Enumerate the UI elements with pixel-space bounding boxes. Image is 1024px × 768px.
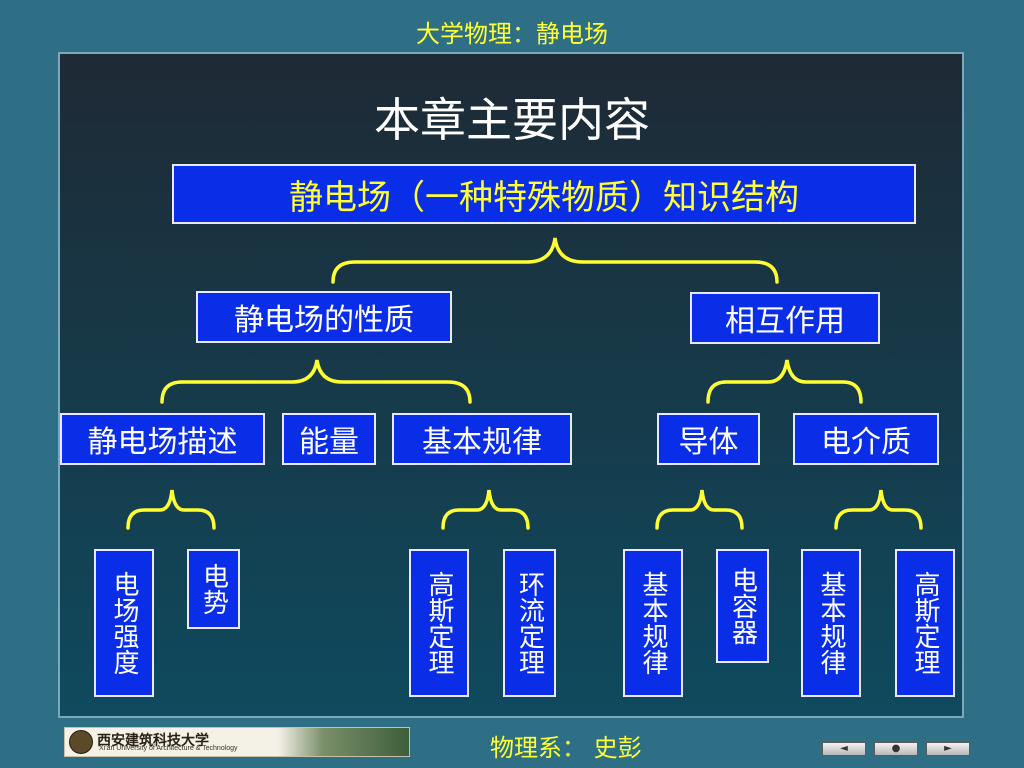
box-electrostatic-properties: 静电场的性质 (196, 291, 452, 343)
box-label: 相互作用 (725, 304, 845, 339)
leaf-label: 基本规律 (816, 571, 846, 675)
leaf-label: 电场强度 (109, 571, 139, 675)
leaf-conductor-basic-laws: 基本规律 (623, 549, 683, 697)
leaf-dielectric-gauss-law: 高斯定理 (895, 549, 955, 697)
leaf-circulation-theorem: 环流定理 (503, 549, 556, 697)
box-label: 静电场的性质 (234, 303, 414, 338)
home-icon: ● (891, 743, 901, 754)
box-label: 静电场描述 (87, 425, 238, 460)
box-label: 导体 (678, 425, 739, 460)
university-logo: 西安建筑科技大学 Xi'an University of Architectur… (64, 727, 410, 757)
box-label: 电介质 (821, 425, 911, 460)
prev-button[interactable]: ◄ (822, 742, 866, 756)
course-title: 大学物理：静电场 (416, 20, 608, 48)
brace-description (126, 489, 216, 530)
root-box: 静电场（一种特殊物质）知识结构 (172, 164, 916, 224)
logo-subtitle: Xi'an University of Architecture & Techn… (99, 745, 238, 752)
brace-conductor (655, 489, 744, 530)
box-label: 能量 (299, 425, 359, 460)
home-button[interactable]: ● (874, 742, 918, 756)
leaf-label: 高斯定理 (910, 571, 940, 675)
next-icon: ► (944, 743, 952, 754)
leaf-label: 电势 (198, 563, 229, 615)
author-credit: 物理系： 史彭 (490, 734, 642, 762)
leaf-label: 高斯定理 (424, 571, 454, 675)
logo-name: 西安建筑科技大学 (97, 733, 209, 749)
leaf-label: 基本规律 (638, 571, 668, 675)
box-conductor: 导体 (657, 413, 760, 465)
brace-properties (160, 359, 472, 404)
brace-root (331, 237, 779, 284)
leaf-label: 电容器 (727, 567, 758, 645)
brace-basic-laws (441, 489, 530, 530)
leaf-capacitor: 电容器 (716, 549, 769, 663)
leaf-dielectric-basic-laws: 基本规律 (801, 549, 861, 697)
leaf-potential: 电势 (187, 549, 240, 629)
next-button[interactable]: ► (926, 742, 970, 756)
box-basic-laws: 基本规律 (392, 413, 572, 465)
brace-interaction (706, 359, 863, 404)
box-energy: 能量 (282, 413, 376, 465)
leaf-field-strength: 电场强度 (94, 549, 154, 697)
box-field-description: 静电场描述 (60, 413, 265, 465)
seal-icon (69, 730, 93, 754)
prev-icon: ◄ (840, 743, 848, 754)
root-label: 静电场（一种特殊物质）知识结构 (289, 177, 799, 218)
slide-title: 本章主要内容 (374, 93, 650, 147)
box-label: 基本规律 (422, 425, 542, 460)
box-interaction: 相互作用 (690, 292, 880, 344)
leaf-label: 环流定理 (514, 571, 545, 675)
leaf-gauss-law: 高斯定理 (409, 549, 469, 697)
brace-dielectric (834, 489, 923, 530)
box-dielectric: 电介质 (793, 413, 939, 465)
